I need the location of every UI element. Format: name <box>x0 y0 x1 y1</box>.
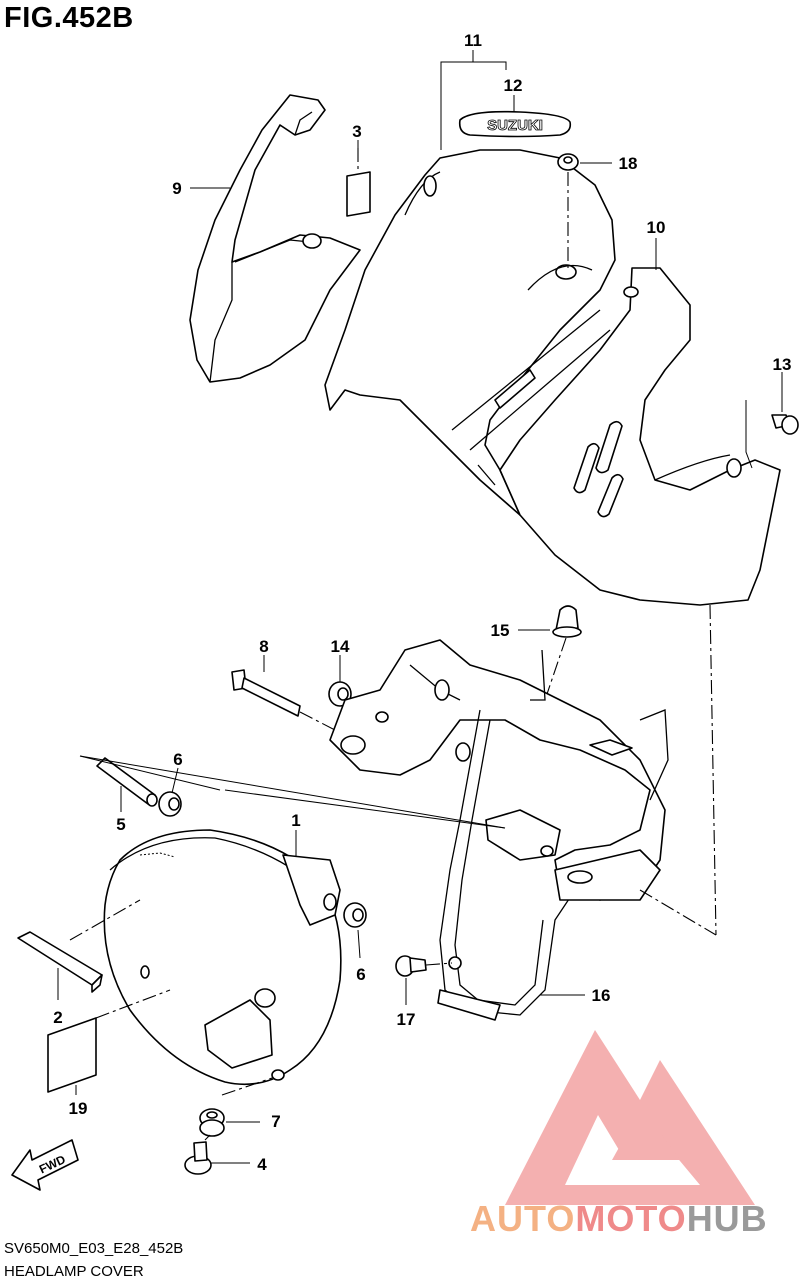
callout-1: 1 <box>291 811 300 830</box>
part-19-patch <box>47 989 171 1093</box>
watermark-part2: MOTO <box>575 1198 687 1239</box>
callout-18: 18 <box>619 154 638 173</box>
callout-17: 17 <box>397 1010 416 1029</box>
part-16-bracket <box>329 639 669 1021</box>
callout-7: 7 <box>271 1112 280 1131</box>
callout-16: 16 <box>592 986 611 1005</box>
figure-title: FIG.452B <box>4 2 134 34</box>
part-9-side-cover <box>189 94 361 383</box>
part-4-bolt <box>184 1134 212 1175</box>
callout-13: 13 <box>773 355 792 374</box>
callout-6-upper: 6 <box>173 750 182 769</box>
part-15-pin <box>544 605 582 701</box>
emblem-text: SUZUKI <box>487 117 543 134</box>
part-7-grommet <box>199 1077 273 1137</box>
part-18-nut <box>557 153 579 270</box>
callout-5: 5 <box>116 815 125 834</box>
watermark-part1: AUTO <box>470 1198 576 1239</box>
part-2-strip <box>17 899 141 993</box>
part-13-screw <box>745 400 799 469</box>
part-8-bolt <box>231 669 336 731</box>
watermark-logo <box>505 1030 755 1205</box>
callout-leaders <box>57 50 783 1164</box>
callout-14: 14 <box>331 637 350 656</box>
part-6-grommet-lower <box>343 902 367 928</box>
callout-10: 10 <box>647 218 666 237</box>
fwd-arrow-icon: FWD <box>11 1139 79 1191</box>
callout-19: 19 <box>69 1099 88 1118</box>
callout-2: 2 <box>53 1008 62 1027</box>
figure-caption: HEADLAMP COVER <box>4 1263 144 1280</box>
callout-6-lower: 6 <box>356 965 365 984</box>
part-1-headlamp-housing <box>103 829 342 1086</box>
part-12-emblem: SUZUKI <box>458 110 572 138</box>
part-10-lower-cowl <box>499 267 781 606</box>
callout-8: 8 <box>259 637 268 656</box>
callout-9: 9 <box>172 179 181 198</box>
callout-12: 12 <box>504 76 523 95</box>
callout-numbers: 1 2 3 4 5 6 6 7 8 9 10 11 12 13 14 15 16… <box>53 31 791 1174</box>
part-6-grommet-upper <box>158 791 182 817</box>
watermark-brand: AUTOMOTOHUB <box>470 1198 768 1240</box>
part-17-bolt <box>395 955 453 977</box>
callout-11: 11 <box>464 31 482 50</box>
figure-code: SV650M0_E03_E28_452B <box>4 1240 184 1257</box>
callout-15: 15 <box>491 621 510 640</box>
callout-4: 4 <box>257 1155 267 1174</box>
part-3-label <box>346 148 371 217</box>
callout-3: 3 <box>352 122 361 141</box>
part-5-pin <box>96 757 158 807</box>
watermark-part3: HUB <box>686 1198 768 1239</box>
